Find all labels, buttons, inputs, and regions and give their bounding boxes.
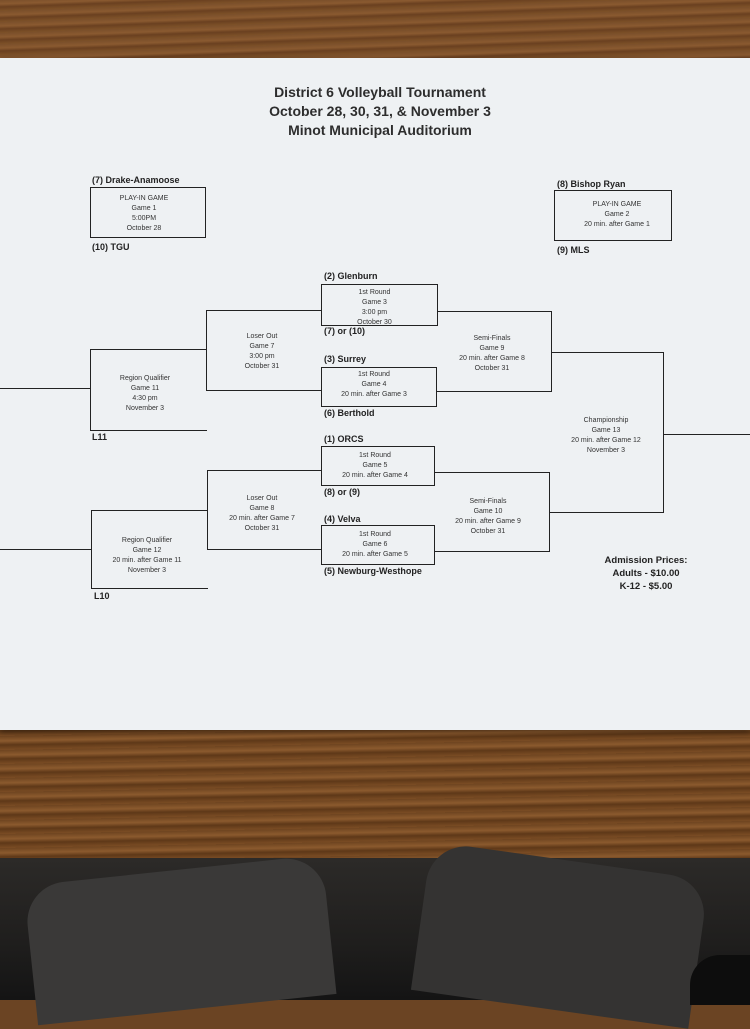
- bracket-sheet: District 6 Volleyball Tournament October…: [0, 58, 750, 730]
- team-velva: (4) Velva: [324, 514, 361, 524]
- bracket-line: [437, 311, 552, 312]
- team-8-or-9: (8) or (9): [324, 487, 360, 497]
- bracket-line: [551, 311, 552, 391]
- tournament-venue: Minot Municipal Auditorium: [288, 122, 472, 138]
- tournament-title: District 6 Volleyball Tournament: [274, 84, 486, 100]
- bracket-line: [207, 549, 322, 550]
- team-newburg-westhope: (5) Newburg-Westhope: [324, 566, 422, 576]
- bracket-line: [207, 470, 322, 471]
- admission-adults: Adults - $10.00: [612, 568, 680, 579]
- bracket-line: [435, 551, 550, 552]
- team-orcs: (1) ORCS: [324, 434, 364, 444]
- bracket-line: [663, 352, 664, 513]
- team-glenburn: (2) Glenburn: [324, 271, 378, 281]
- bracket-line: [0, 549, 92, 550]
- game-2-box: [554, 190, 672, 241]
- game-1-box: [90, 187, 206, 238]
- game-6-box: [321, 525, 435, 565]
- team-mls: (9) MLS: [557, 245, 590, 255]
- team-7-or-10: (7) or (10): [324, 326, 366, 336]
- bracket-line: [663, 434, 750, 435]
- bracket-line: [435, 472, 550, 473]
- team-surrey: (3) Surrey: [324, 354, 367, 364]
- bracket-line: [90, 349, 91, 430]
- label-l11: L11: [92, 432, 108, 442]
- wooden-table-edge: [0, 722, 750, 862]
- game-5-box: [321, 446, 435, 486]
- team-tgu: (10) TGU: [92, 242, 130, 252]
- bracket-line: [436, 391, 552, 392]
- bracket-line: [551, 352, 664, 353]
- bracket-line: [206, 390, 322, 391]
- tournament-dates: October 28, 30, 31, & November 3: [269, 103, 491, 119]
- admission-k12: K-12 - $5.00: [619, 581, 673, 592]
- admission-heading: Admission Prices:: [604, 555, 688, 566]
- bracket-line: [0, 388, 91, 389]
- game-4-box: [321, 367, 437, 407]
- bracket-line: [90, 349, 207, 350]
- bracket-line: [206, 310, 322, 311]
- shoe: [690, 955, 750, 1005]
- bracket-line: [91, 588, 208, 589]
- bracket-line: [90, 430, 207, 431]
- team-drake-anamoose: (7) Drake-Anamoose: [92, 175, 180, 185]
- team-berthold: (6) Berthold: [324, 408, 375, 418]
- label-l10: L10: [94, 591, 110, 601]
- bracket-line: [206, 310, 207, 390]
- game-3-box: [321, 284, 438, 326]
- bracket-line: [549, 512, 664, 513]
- bracket-line: [91, 510, 208, 511]
- team-bishop-ryan: (8) Bishop Ryan: [557, 179, 626, 189]
